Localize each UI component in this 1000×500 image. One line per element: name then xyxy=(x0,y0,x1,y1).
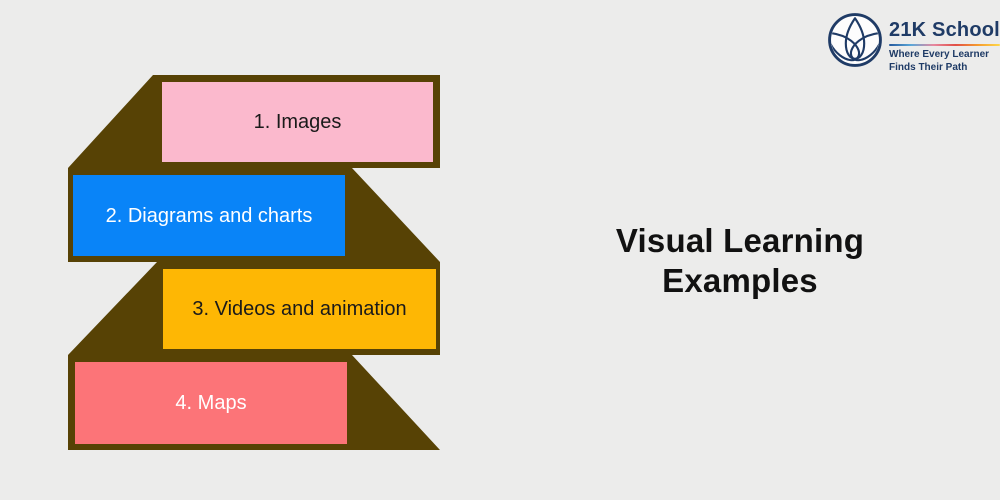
brand-name: 21K School xyxy=(889,19,1000,41)
brand-logo: 21K School Where Every Learner Finds The… xyxy=(826,11,1000,74)
brand-tagline-line-2: Finds Their Path xyxy=(889,61,968,73)
ribbon-item-3-label: 3. Videos and animation xyxy=(192,298,407,320)
ribbon-item-4-label: 4. Maps xyxy=(175,392,247,414)
ribbon-item-4: 4. Maps xyxy=(75,362,347,444)
ribbon-item-3: 3. Videos and animation xyxy=(163,269,436,349)
page-title: Visual Learning Examples xyxy=(540,221,940,301)
ribbon-item-1: 1. Images xyxy=(162,82,433,162)
ribbon-item-2: 2. Diagrams and charts xyxy=(73,175,345,256)
ribbon-item-2-label: 2. Diagrams and charts xyxy=(105,204,313,227)
page-title-line-2: Examples xyxy=(662,262,818,299)
lotus-in-circle-icon xyxy=(828,13,882,67)
logo-gradient-divider xyxy=(889,44,1000,46)
page-title-line-1: Visual Learning xyxy=(615,222,865,259)
ribbon-item-1-label: 1. Images xyxy=(253,111,342,133)
brand-logo-text: 21K School Where Every Learner Finds The… xyxy=(889,11,1000,74)
brand-tagline-line-1: Where Every Learner xyxy=(889,49,990,60)
